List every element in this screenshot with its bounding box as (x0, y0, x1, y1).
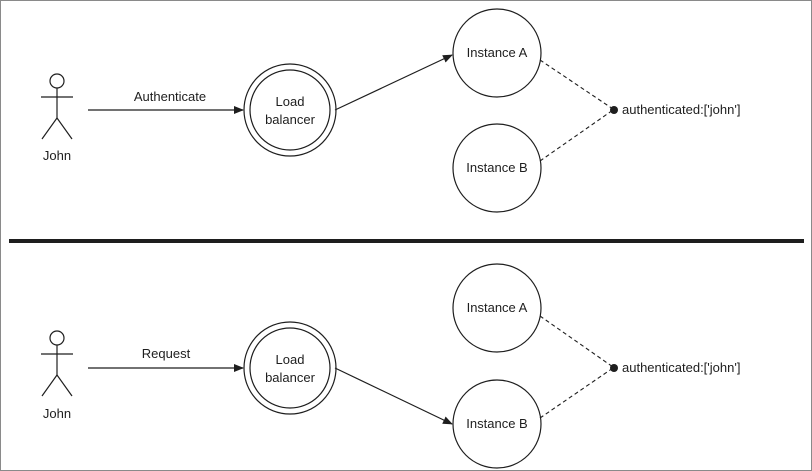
actor-john (41, 73, 73, 140)
message-label: Request (142, 346, 191, 361)
session-link-instance-a (539, 59, 614, 110)
instance-a-label: Instance A (467, 45, 528, 60)
instance-a-label: Instance A (467, 300, 528, 315)
actor-label: John (43, 148, 71, 163)
load-balancer-node (243, 63, 337, 157)
panel-top: John Authenticate Load balancer Instance… (41, 8, 740, 213)
load-balancer-label-line1: Load (276, 352, 305, 367)
load-balancer-label-line2: balancer (265, 112, 316, 127)
instance-b-node (452, 379, 542, 469)
instance-a-node (452, 8, 542, 98)
session-link-instance-b (539, 367, 614, 419)
actor-john (41, 330, 73, 397)
actor-head (49, 73, 65, 89)
panel-bottom: John Request Load balancer Instance A In… (41, 263, 740, 469)
route-arrow-to-instance-b (334, 367, 453, 425)
message-label: Authenticate (134, 89, 206, 104)
load-balancer-label-line2: balancer (265, 370, 316, 385)
load-balancer-label-line1: Load (276, 94, 305, 109)
instance-b-label: Instance B (466, 160, 527, 175)
load-balancer-inner-ring (249, 69, 331, 151)
session-link-instance-a (539, 315, 614, 368)
instance-b-label: Instance B (466, 416, 527, 431)
session-store-label: authenticated:['john'] (622, 360, 740, 375)
instance-b-node (452, 123, 542, 213)
actor-left-leg (41, 374, 58, 397)
session-store-dot (610, 364, 618, 372)
actor-head (49, 330, 65, 346)
actor-right-leg (56, 374, 73, 397)
session-link-instance-b (539, 109, 614, 162)
instance-a-node (452, 263, 542, 353)
load-balancer-inner-ring (249, 327, 331, 409)
load-balancer-node (243, 321, 337, 415)
route-arrow-to-instance-a (334, 54, 453, 111)
session-store-label: authenticated:['john'] (622, 102, 740, 117)
session-store-dot (610, 106, 618, 114)
actor-label: John (43, 406, 71, 421)
actor-right-leg (56, 117, 73, 140)
actor-left-leg (41, 117, 58, 140)
